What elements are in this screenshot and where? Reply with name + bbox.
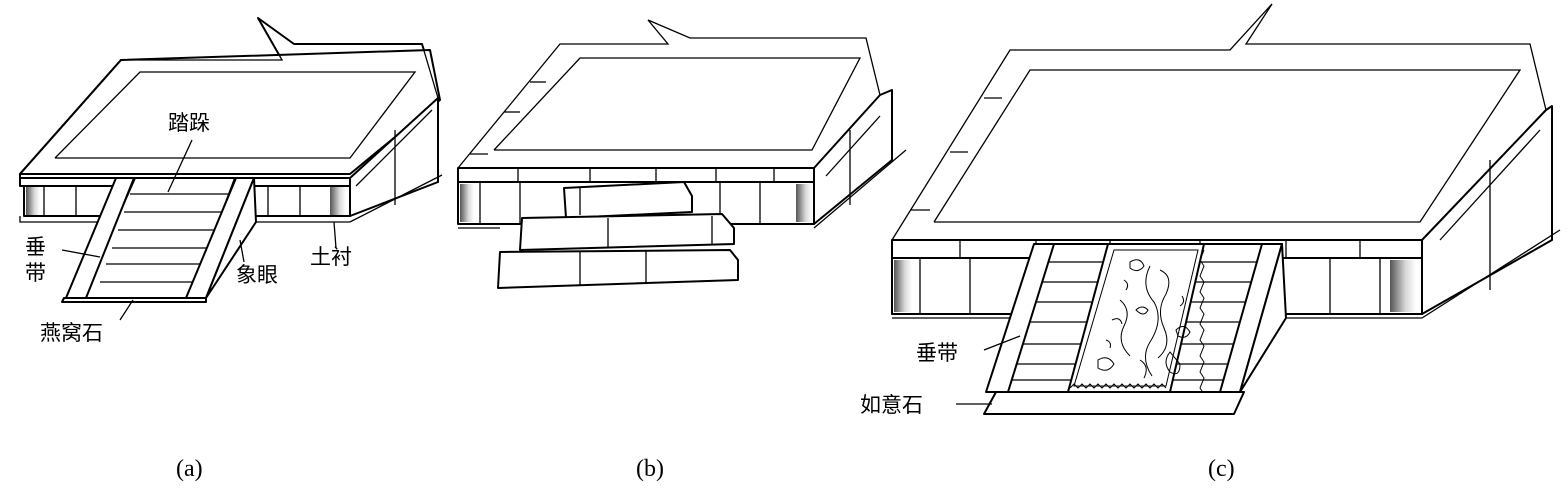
platform-outer-edge-b	[457, 19, 881, 169]
label-side-rail-a-1: 垂	[25, 235, 46, 259]
label-ground-lining: 土衬	[310, 245, 352, 269]
panel-c: 垂带 如意石	[860, 3, 1561, 417]
platform-inner-edge-c	[933, 69, 1522, 223]
platform-outer-edge-c	[891, 3, 1547, 241]
label-swallow-nest-stone: 燕窝石	[40, 321, 103, 345]
ruyi-stone	[983, 391, 1245, 415]
swallow-nest-stone-a	[61, 297, 207, 303]
label-elephant-eye: 象眼	[236, 263, 278, 287]
label-ruyi-stone: 如意石	[860, 393, 923, 417]
caption-a: (a)	[176, 456, 203, 482]
label-side-rail-c: 垂带	[916, 341, 958, 365]
shaded-post-a1	[26, 187, 40, 215]
elephant-eye-a	[205, 177, 257, 299]
platform-outer-edge-a	[19, 17, 439, 179]
step-block-b3	[497, 249, 739, 289]
ground-line-a	[19, 216, 108, 223]
label-side-rail-a-2: 带	[25, 261, 46, 285]
label-tread: 踏跺	[168, 111, 210, 135]
step-block-b2	[519, 213, 735, 251]
caption-c: (c)	[1208, 456, 1235, 482]
caption-b: (b)	[636, 456, 664, 482]
dragon-carving	[1097, 259, 1191, 379]
panel-b	[457, 19, 907, 289]
slab-border-pattern	[1069, 249, 1205, 395]
step-block-b1	[563, 181, 693, 219]
platform-inner-edge-a	[54, 71, 417, 159]
panel-a: 踏跺 垂 带 象眼 土衬 燕窝石	[19, 17, 443, 345]
platform-inner-edge-b	[493, 57, 862, 151]
shaded-post-a2	[330, 187, 346, 215]
